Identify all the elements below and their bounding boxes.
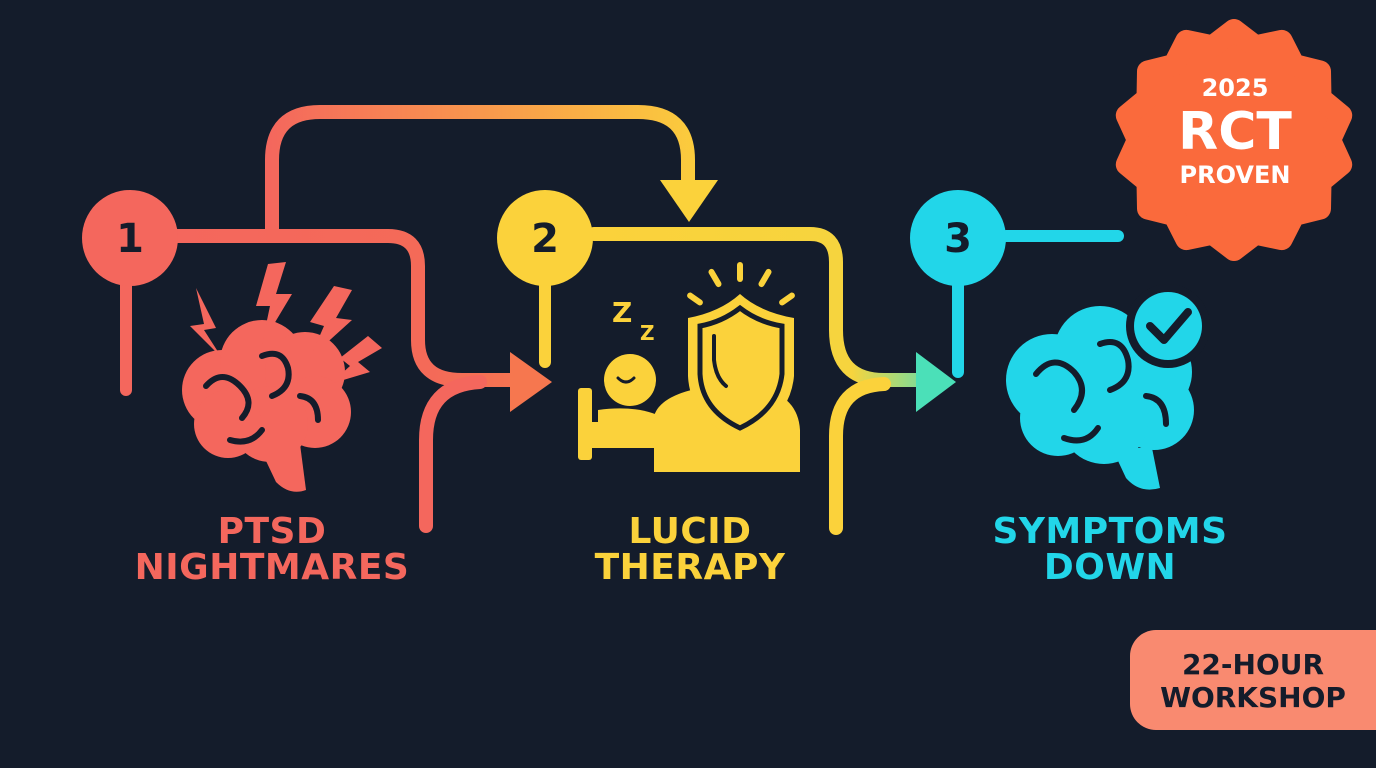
- workshop-badge-line-2: WORKSHOP: [1160, 681, 1346, 714]
- step-2-number: 2: [531, 216, 559, 262]
- connector-2-return-line: [829, 377, 891, 535]
- connector-2-to-3: [587, 227, 937, 387]
- sleep-glyph-small: Z: [640, 321, 655, 345]
- seal-sub: PROVEN: [1179, 161, 1291, 189]
- seal-text: 2025 RCT PROVEN: [1130, 72, 1340, 190]
- lightning-brain-icon: [182, 262, 382, 492]
- workshop-badge-line-1: 22-HOUR: [1181, 648, 1325, 681]
- workshop-badge: 22-HOUR WORKSHOP: [1130, 630, 1376, 730]
- step-1-label: PTSD NIGHTMARES: [100, 514, 444, 586]
- seal-main: RCT: [1178, 102, 1292, 162]
- step-3-label: SYMPTOMS DOWN: [960, 514, 1260, 586]
- step-2-label-line-1: LUCID: [628, 511, 752, 552]
- step-1-number: 1: [116, 216, 144, 262]
- top-connector-arrowhead: [660, 180, 718, 222]
- step-1-label-line-2: NIGHTMARES: [134, 547, 410, 588]
- top-connector-line: [265, 105, 695, 237]
- seal-year: 2025: [1201, 74, 1269, 102]
- step-1-number-circle: 1: [82, 190, 178, 286]
- rct-seal: [1115, 19, 1353, 261]
- brain-checkmark-icon: [1006, 284, 1210, 490]
- step-2-label-line-2: THERAPY: [594, 547, 786, 588]
- connector-1-return-line: [419, 375, 487, 533]
- connector-1-to-2: [169, 229, 527, 387]
- sleep-glyph-big: Z: [612, 296, 632, 329]
- connector-1-arrowhead: [510, 352, 552, 412]
- step-3-number-circle: 3: [910, 190, 1006, 286]
- step-1-label-line-1: PTSD: [217, 511, 327, 552]
- sleeper-with-shield-icon: Z Z: [578, 262, 800, 472]
- step-3-label-line-1: SYMPTOMS: [992, 511, 1228, 552]
- step-2-number-circle: 2: [497, 190, 593, 286]
- step-3-number: 3: [944, 216, 972, 262]
- step-3-label-line-2: DOWN: [1043, 547, 1177, 588]
- connector-2-arrowhead: [916, 352, 956, 412]
- step-2-label: LUCID THERAPY: [540, 514, 840, 586]
